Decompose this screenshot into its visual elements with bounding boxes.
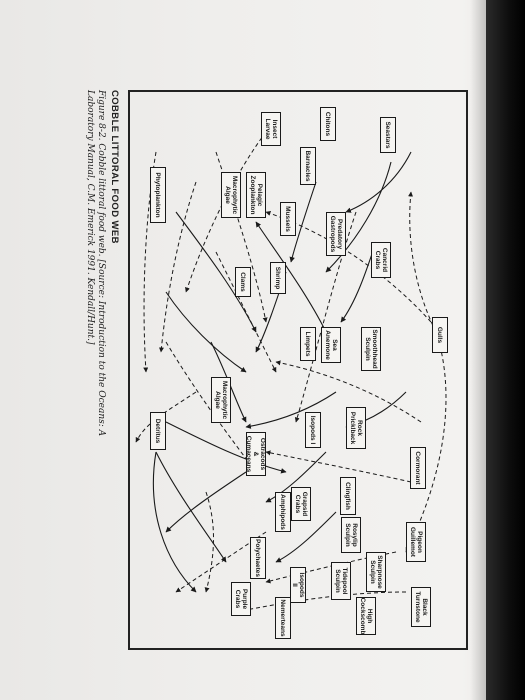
node-rock-pricklback: Rock Pricklback — [346, 407, 366, 449]
node-purple-crabs: Purple Crabs — [231, 582, 251, 616]
node-phytoplankton: Phytoplankton — [150, 167, 166, 223]
node-insect-larvae: Insect Larvae — [261, 112, 281, 146]
node-macrophytic-algae-1: Macrophytic Algae — [221, 172, 241, 218]
caption-line-2: Laboratory Manual, C.M. Emerick 1991. Ke… — [85, 90, 95, 345]
node-macrophytic-algae-2: Macrophytic Algae — [211, 377, 231, 423]
node-clams: Clams — [235, 267, 251, 297]
node-rosylip-sculpin: Rosylip Sculpin — [341, 517, 361, 553]
node-isopods-ii: Isopods II — [290, 567, 306, 603]
node-predatory-gastropods: Predatory Gastropods — [326, 212, 346, 256]
node-ostracods-cumaceans: Ostracods & Cumaceans — [246, 432, 267, 476]
node-seastars: Seastars — [380, 117, 396, 153]
node-sharpnose-sculpin: Sharpnose Sculpin — [366, 552, 386, 592]
diagram-frame: Gulls Cormorant Pigeon Guillemot Black T… — [128, 90, 468, 650]
node-barnacles: Barnacles — [300, 147, 316, 185]
node-grapsid-crabs: Grapsid Crabs — [291, 487, 311, 521]
node-detritus: Detritus — [150, 412, 166, 450]
node-amphipods: Amphipods — [275, 492, 291, 532]
node-sea-anemone: Sea Anemone — [321, 327, 341, 363]
node-smoothhead-sculpin: Smoothhead Sculpin — [361, 327, 381, 371]
node-pigeon-guillemot: Pigeon Guillemot — [406, 522, 426, 562]
paper-shadow — [470, 0, 486, 700]
node-shrimp: Shrimp — [270, 262, 286, 294]
node-chitons: Chitons — [320, 107, 336, 141]
node-black-turnstone: Black Turnstone — [411, 587, 431, 627]
caption-line-1: Figure 8-2. Cobble littoral food web. [S… — [96, 90, 106, 437]
node-gulls: Gulls — [432, 317, 448, 353]
node-polychaetes: Polychaetes — [250, 537, 266, 579]
node-cormorant: Cormorant — [410, 447, 426, 489]
node-pelagic-zooplankton: Pelagic Zooplankton — [246, 172, 266, 218]
node-mussels: Mussels — [280, 202, 296, 236]
node-isopods-i: Isopods I — [305, 412, 321, 448]
caption-title: COBBLE LITTORAL FOOD WEB — [109, 90, 120, 244]
figure-caption: COBBLE LITTORAL FOOD WEB Figure 8-2. Cob… — [84, 90, 120, 650]
binder-edge — [486, 0, 525, 700]
node-clingfish: Clingfish — [340, 477, 356, 515]
node-nemerteans: Nemerteans — [275, 597, 291, 639]
rotated-page: Gulls Cormorant Pigeon Guillemot Black T… — [68, 90, 468, 650]
node-cancrid-crabs: Cancrid Crabs — [371, 242, 391, 278]
node-tidepool-sculpin: Tidepool Sculpin — [331, 562, 351, 600]
caption-body: Figure 8-2. Cobble littoral food web. [S… — [84, 90, 106, 650]
node-high-cockscomb: High Cockscomb — [356, 597, 376, 635]
node-limpets: Limpets — [300, 327, 316, 361]
